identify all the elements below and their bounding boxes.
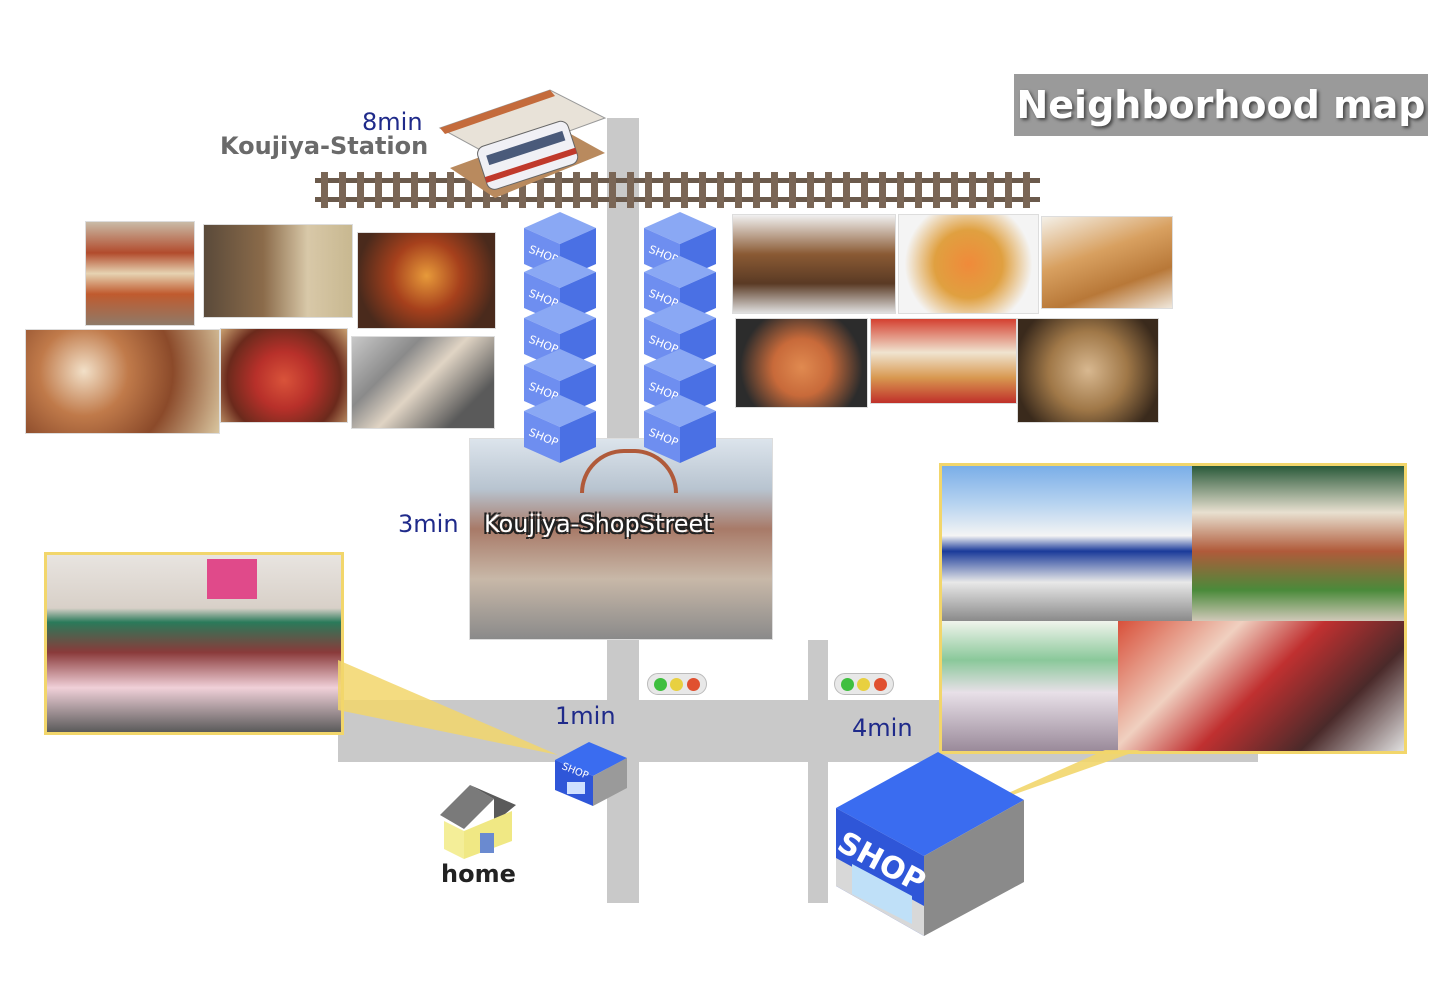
station-name-label: Koujiya-Station — [220, 132, 429, 160]
food-photo-yakitori — [732, 214, 896, 314]
food-photo-gyoza — [1041, 216, 1173, 309]
near-shop-storefront — [47, 555, 341, 732]
near-shop-photo — [44, 552, 344, 735]
food-photo-oden — [1017, 318, 1159, 423]
near-shop-icon — [555, 742, 627, 806]
station-time-label: 8min — [362, 108, 423, 136]
railway-track — [315, 172, 1040, 208]
super-shop-produce-photo — [1192, 466, 1404, 621]
near-shop-callout — [338, 660, 558, 755]
home-label: home — [441, 860, 516, 888]
traffic-light-east — [834, 673, 894, 695]
shop-cube-icon: SHOP — [524, 395, 596, 463]
food-photo-bento-case — [85, 221, 195, 326]
food-photo-chinese-dishes — [25, 329, 220, 434]
super-shop-exterior-photo — [942, 466, 1192, 621]
shop-cube-icon: SHOP — [524, 256, 596, 324]
food-photo-seafood-bowl — [220, 328, 348, 423]
super-shop-icon — [836, 752, 1024, 936]
food-photo-grill-bbq — [357, 232, 496, 329]
super-shop-sushi-photo — [1118, 621, 1404, 751]
super-shop-time-label: 4min — [852, 714, 913, 742]
shop-cube-icon: SHOP — [644, 302, 716, 370]
shop-cube-icon: SHOP — [644, 395, 716, 463]
food-photo-curry-naan — [870, 318, 1017, 404]
traffic-light-west — [647, 673, 707, 695]
station-train-icon — [438, 89, 607, 198]
home-icon — [440, 785, 516, 859]
shop-street-time-label: 3min — [398, 510, 459, 538]
shop-street-name-label: Koujiya-ShopStreet — [484, 510, 713, 538]
page-title: Neighborhood map — [1014, 74, 1428, 136]
super-shop-aisle-photo — [942, 621, 1118, 751]
food-photo-fish-market — [351, 336, 495, 429]
near-shop-time-label: 1min — [555, 702, 616, 730]
shop-street-photo — [469, 438, 773, 640]
road-vertical-east — [808, 640, 828, 903]
super-shop-photo-collage — [939, 463, 1407, 754]
food-photo-pasta — [898, 214, 1039, 314]
near-shop-sign — [207, 559, 257, 599]
food-photo-tonkatsu — [735, 318, 868, 408]
food-photo-izakaya-drink — [203, 224, 353, 318]
